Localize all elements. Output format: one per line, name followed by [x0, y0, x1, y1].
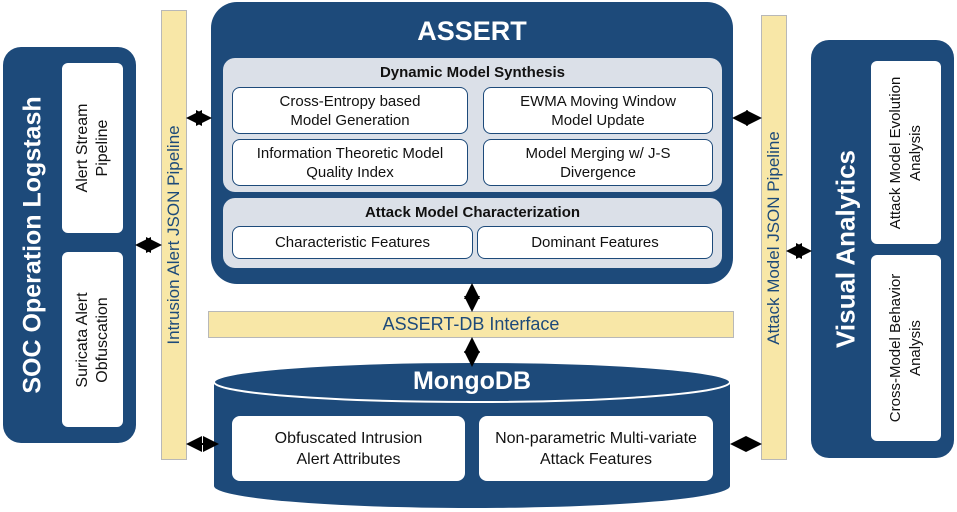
ewma-box: EWMA Moving Window Model Update: [483, 87, 713, 134]
suricata-obfuscation-box: Suricata Alert Obfuscation: [62, 252, 123, 427]
cross-entropy-box: Cross-Entropy based Model Generation: [232, 87, 468, 134]
obfuscated-attributes-box: Obfuscated Intrusion Alert Attributes: [232, 416, 465, 481]
information-theoretic-box: Information Theoretic Model Quality Inde…: [232, 139, 468, 186]
dominant-features-box: Dominant Features: [477, 226, 713, 259]
attack-model-pipeline-bar: Attack Model JSON Pipeline: [761, 15, 787, 460]
assert-title: ASSERT: [417, 16, 527, 46]
intrusion-alert-pipeline-bar: Intrusion Alert JSON Pipeline: [161, 10, 187, 460]
mongodb-title: MongoDB: [412, 367, 532, 395]
nonparametric-features-box: Non-parametric Multi-variate Attack Feat…: [479, 416, 713, 481]
attack-model-characterization-title: Attack Model Characterization: [364, 204, 581, 221]
alert-stream-pipeline-box: Alert Stream Pipeline: [62, 63, 123, 233]
model-merging-box: Model Merging w/ J-S Divergence: [483, 139, 713, 186]
cross-model-analysis-box: Cross-Model Behavior Analysis: [871, 255, 941, 441]
characteristic-features-box: Characteristic Features: [232, 226, 473, 259]
dynamic-model-synthesis-title: Dynamic Model Synthesis: [379, 64, 566, 81]
evolution-analysis-box: Attack Model Evolution Analysis: [871, 61, 941, 244]
assert-db-interface-label: ASSERT-DB Interface: [382, 314, 560, 334]
